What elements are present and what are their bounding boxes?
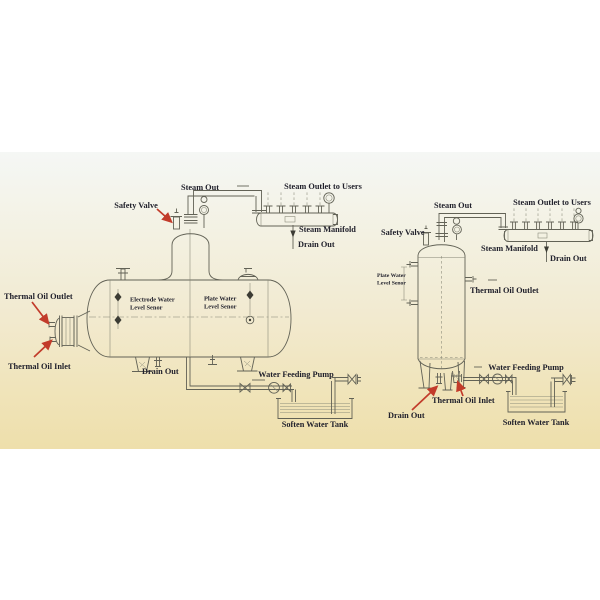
safety-valve-icon-right [421, 225, 431, 246]
steam-dome [157, 196, 224, 281]
label-steam-manifold-left: Steam Manifold [299, 225, 356, 234]
manifold-valves-right [510, 208, 578, 230]
label-soften-water-tank-left: Soften Water Tank [282, 420, 349, 429]
steam-manifold-right [503, 207, 594, 262]
label-thermal-oil-outlet-left: Thermal Oil Outlet [4, 292, 73, 301]
label-plate-sensor-1-right: Plate Water [377, 273, 406, 279]
feed-water-line-right [461, 373, 576, 413]
diagram-photo-area: Steam Out Safety Valve Steam Outlet to U… [0, 152, 600, 449]
label-electrode-sensor-2: Level Senor [130, 305, 163, 312]
label-thermal-oil-inlet-right: Thermal Oil Inlet [432, 396, 495, 405]
red-callout-arrows-left [31, 208, 173, 358]
label-water-feeding-pump-right: Water Feeding Pump [488, 363, 564, 372]
label-safety-valve-left: Safety Valve [114, 201, 158, 210]
red-callout-arrows-right [411, 380, 466, 411]
label-thermal-oil-outlet-right: Thermal Oil Outlet [470, 286, 539, 295]
manifold-drain-right [544, 241, 549, 262]
soften-water-tank-shape [276, 398, 354, 419]
pressure-gauge-icon [199, 196, 209, 228]
manifold-valves [263, 191, 325, 214]
steam-manifold [256, 191, 338, 249]
label-drain-out-left: Drain Out [142, 367, 179, 376]
tank-supports [132, 355, 258, 372]
plate-level-sensor-stubs [401, 261, 418, 306]
label-plate-sensor-2-left: Level Senor [204, 304, 237, 311]
manifold-gauge-icon [323, 192, 335, 213]
label-electrode-sensor-1: Electrode Water [130, 297, 175, 304]
horizontal-tank [86, 229, 292, 358]
feed-water-line [186, 357, 361, 419]
vertical-tank-top-fittings [421, 213, 508, 246]
label-manifold-drain-right: Drain Out [550, 254, 587, 263]
label-water-feeding-pump-left: Water Feeding Pump [258, 370, 334, 379]
label-manifold-drain-left: Drain Out [298, 240, 335, 249]
thermal-oil-outlet-nozzle [465, 276, 497, 283]
manifold-gauge-icon-right [573, 207, 584, 230]
manifold-drain [290, 225, 296, 249]
label-safety-valve-right: Safety Valve [381, 228, 425, 237]
right-diagram: Steam Out Safety Valve Steam Outlet to U… [377, 198, 594, 427]
left-diagram: Steam Out Safety Valve Steam Outlet to U… [4, 182, 363, 429]
label-drain-out-right: Drain Out [388, 411, 425, 420]
label-plate-sensor-2-right: Level Senor [377, 281, 406, 287]
water-pump-icon [268, 381, 280, 394]
label-steam-out-left: Steam Out [181, 183, 219, 192]
water-pump-icon-right [492, 373, 503, 385]
tank-top-fittings [116, 268, 259, 281]
water-level-sensors [114, 283, 255, 329]
label-steam-out-right: Steam Out [434, 201, 472, 210]
label-thermal-oil-inlet-left: Thermal Oil Inlet [8, 362, 71, 371]
thermal-oil-nozzle-assembly [48, 310, 91, 352]
label-steam-manifold-right: Steam Manifold [481, 244, 538, 253]
label-soften-water-tank-right: Soften Water Tank [503, 418, 570, 427]
soften-water-tank-shape-right [506, 391, 567, 413]
label-plate-sensor-1-left: Plate Water [204, 296, 237, 303]
vertical-tank [417, 244, 466, 371]
safety-valve-icon [170, 208, 182, 230]
label-steam-outlet-users-right: Steam Outlet to Users [513, 198, 591, 207]
label-steam-outlet-users-left: Steam Outlet to Users [284, 182, 362, 191]
pressure-gauge-icon-right [452, 217, 462, 240]
thermal-oil-steam-generator-diagram: Steam Out Safety Valve Steam Outlet to U… [4, 182, 594, 429]
